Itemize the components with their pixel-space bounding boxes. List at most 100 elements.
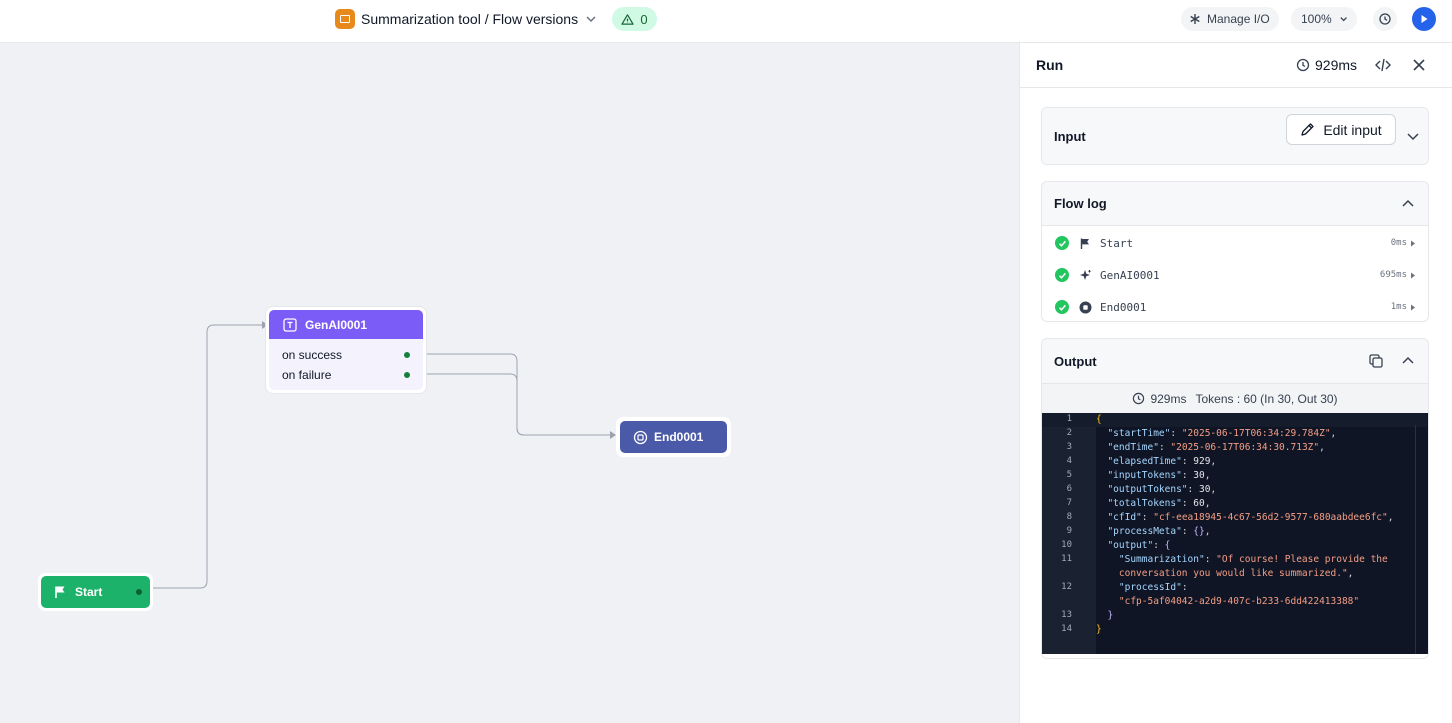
code-line: "totalTokens": 60,: [1107, 498, 1211, 509]
start-output-port[interactable]: [136, 589, 142, 595]
genai-node-header: GenAI0001: [269, 310, 423, 339]
output-code-editor[interactable]: 1 2 3 4 5 6 7 8 9 10 11 12 13 14 { "star…: [1042, 413, 1428, 654]
code-line: "endTime": "2025-06-17T06:34:30.713Z",: [1107, 442, 1325, 453]
manage-io-label: Manage I/O: [1207, 12, 1270, 26]
edge-failure-to-end: [426, 373, 610, 436]
flow-log-title: Flow log: [1054, 196, 1107, 211]
line-number: 2: [1066, 428, 1072, 438]
success-port[interactable]: [404, 352, 410, 358]
app-icon: [335, 9, 355, 29]
log-duration: 1ms: [1391, 302, 1416, 312]
code-line: "inputTokens": 30,: [1107, 470, 1211, 481]
code-view-button[interactable]: [1373, 55, 1393, 75]
log-row-start[interactable]: Start 0ms: [1042, 227, 1428, 259]
run-panel-header: Run 929ms: [1020, 43, 1452, 88]
line-number: 7: [1066, 498, 1072, 508]
line-number: 6: [1066, 484, 1072, 494]
genai-node-body: on success on failure: [269, 339, 423, 390]
code-line: "processId":: [1118, 582, 1188, 593]
chevron-up-icon: [1402, 356, 1414, 364]
genai-node[interactable]: GenAI0001 on success on failure: [266, 307, 426, 393]
code-line: "processMeta": {},: [1107, 526, 1211, 537]
run-panel: Run 929ms Input Edit input Flow log: [1019, 43, 1452, 723]
line-number: 5: [1066, 470, 1072, 480]
code-line: "cfId": "cf-eea18945-4c67-56d2-9577-680a…: [1107, 512, 1394, 523]
warning-badge[interactable]: 0: [612, 7, 657, 31]
copy-output-button[interactable]: [1366, 351, 1386, 371]
copy-icon: [1369, 354, 1383, 368]
code-icon: [1375, 58, 1391, 72]
output-collapse-button[interactable]: [1398, 351, 1418, 371]
chevron-down-icon: [1340, 17, 1347, 22]
code-line: "startTime": "2025-06-17T06:34:29.784Z",: [1107, 428, 1337, 439]
edge-start-arrow: [262, 321, 268, 329]
log-name: Start: [1100, 236, 1134, 250]
output-header: Output: [1042, 339, 1428, 383]
genai-node-label: GenAI0001: [305, 317, 368, 332]
close-icon: [1413, 59, 1425, 71]
zoom-select[interactable]: 100%: [1291, 7, 1357, 31]
close-panel-button[interactable]: [1409, 55, 1429, 75]
flow-log-collapse-button[interactable]: [1398, 194, 1418, 214]
flag-icon: [1078, 236, 1092, 250]
manage-io-button[interactable]: Manage I/O: [1181, 7, 1279, 31]
clock-icon: [1133, 392, 1145, 405]
edit-input-label: Edit input: [1323, 121, 1382, 138]
code-gutter: [1042, 413, 1096, 654]
edge-success-to-end: [426, 353, 610, 436]
warning-count: 0: [640, 11, 648, 27]
asterisk-icon: [1190, 14, 1200, 24]
line-number: 3: [1066, 442, 1072, 452]
genai-failure-row: on failure: [269, 365, 423, 385]
stop-circle-icon: [1078, 300, 1092, 314]
line-number: 12: [1061, 582, 1072, 592]
flow-canvas[interactable]: Start GenAI0001 on success on failure En…: [0, 43, 1019, 723]
check-circle-icon: [1055, 236, 1069, 250]
output-section: Output 929ms Tokens : 60 (In 30, Out 30)…: [1041, 338, 1429, 659]
chevron-down-icon: [586, 16, 596, 23]
active-line-highlight: [1042, 413, 1427, 427]
flow-log-list: Start 0ms GenAI0001 695ms End0001 1ms: [1042, 225, 1428, 321]
edit-input-button[interactable]: Edit input: [1286, 114, 1396, 145]
zoom-label: 100%: [1301, 12, 1332, 26]
genai-success-row: on success: [269, 345, 423, 365]
line-number: 4: [1066, 456, 1072, 466]
end-node[interactable]: End0001: [616, 417, 731, 457]
failure-port[interactable]: [404, 372, 410, 378]
caret-right-icon: [1411, 240, 1415, 246]
log-row-end[interactable]: End0001 1ms: [1042, 291, 1428, 321]
input-section-header: Input Edit input: [1042, 108, 1428, 164]
history-button[interactable]: [1373, 7, 1397, 31]
play-icon: [1421, 15, 1428, 23]
run-button[interactable]: [1412, 7, 1436, 31]
code-line: {: [1096, 414, 1102, 425]
output-meta-bar: 929ms Tokens : 60 (In 30, Out 30): [1042, 383, 1428, 413]
code-line: "output": {: [1107, 540, 1171, 551]
pencil-icon: [1301, 123, 1314, 136]
chevron-up-icon: [1402, 199, 1414, 207]
input-expand-button[interactable]: [1403, 126, 1423, 146]
run-panel-title: Run: [1036, 57, 1064, 73]
line-number: 8: [1066, 512, 1072, 522]
caret-right-icon: [1411, 304, 1415, 310]
warning-icon: [621, 13, 635, 25]
code-ruler: [1415, 425, 1416, 654]
log-name: GenAI0001: [1100, 268, 1160, 282]
flow-title: Summarization tool / Flow versions: [361, 11, 579, 27]
start-node[interactable]: Start: [38, 573, 153, 611]
end-node-body: End0001: [620, 421, 727, 453]
check-circle-icon: [1055, 300, 1069, 314]
input-section-title: Input: [1054, 128, 1086, 144]
history-icon: [1379, 13, 1391, 25]
line-number: 10: [1061, 540, 1072, 550]
run-elapsed-value: 929ms: [1315, 57, 1358, 73]
output-title: Output: [1054, 353, 1097, 369]
code-line: "elapsedTime": 929,: [1107, 456, 1217, 467]
genai-failure-label: on failure: [282, 368, 332, 382]
code-line: "outputTokens": 30,: [1107, 484, 1217, 495]
code-line: conversation you would like summarized."…: [1118, 568, 1354, 579]
flow-title-dropdown[interactable]: Summarization tool / Flow versions: [335, 8, 598, 30]
log-row-genai[interactable]: GenAI0001 695ms: [1042, 259, 1428, 291]
start-node-body: Start: [41, 576, 150, 608]
input-section: Input Edit input: [1041, 107, 1429, 165]
